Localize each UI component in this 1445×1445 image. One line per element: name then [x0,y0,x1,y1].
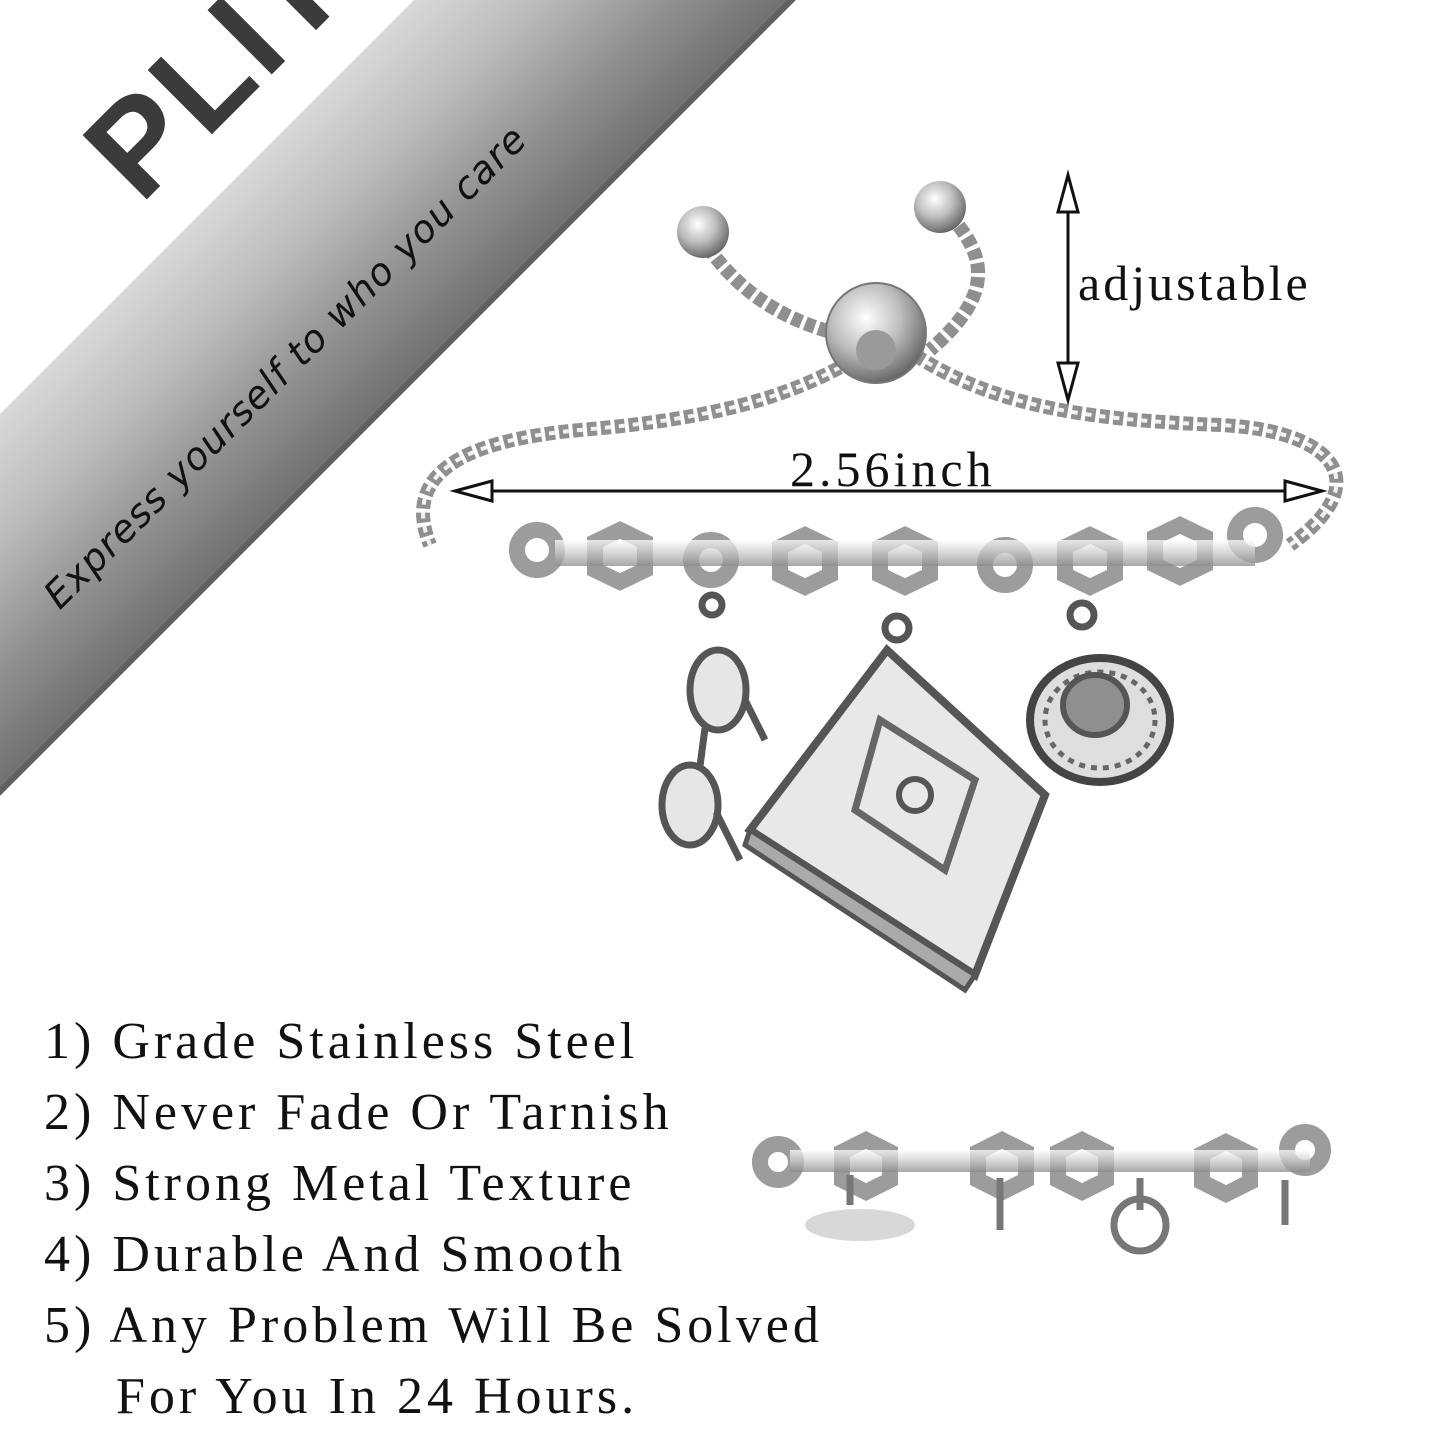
book-charm [742,612,1050,994]
feature-item-continued: For You In 24 Hours. [116,1368,639,1425]
width-arrow [449,479,1328,503]
feature-item: 1) Grade Stainless Steel [44,1013,639,1070]
feature-item: 3) Strong Metal Texture [44,1155,636,1212]
feature-item: 5) Any Problem Will Be Solved [44,1297,823,1354]
feature-item: 2) Never Fade Or Tarnish [44,1084,673,1141]
width-label: 2.56inch [790,441,996,497]
end-bead-right [914,181,966,233]
adjustable-label: adjustable [1078,255,1311,311]
end-bead-left [677,206,729,258]
feature-item: 4) Durable And Smooth [44,1226,627,1283]
adjustable-arrow [1056,169,1080,406]
teacup-charm [1026,599,1174,786]
feature-list: 1) Grade Stainless Steel 2) Never Fade O… [44,1010,823,1436]
glasses-charm [658,591,769,862]
